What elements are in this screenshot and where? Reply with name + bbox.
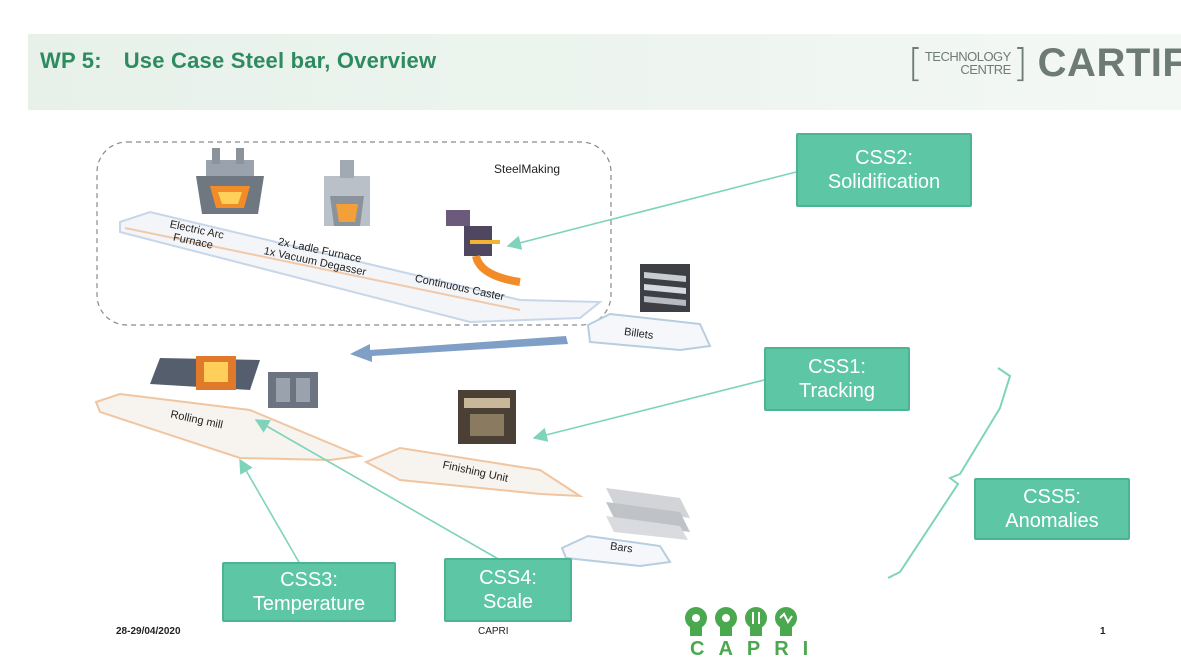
- steelmaking-conveyor: [119, 210, 603, 324]
- ladle-furnace-image: [324, 160, 370, 226]
- slide-header-band: [28, 34, 1181, 110]
- logo-bracket-left: [: [908, 41, 923, 85]
- anomalies-brace: [887, 367, 1012, 579]
- footer-center: CAPRI: [478, 626, 509, 637]
- logo-technology-centre: TECHNOLOGY CENTRE: [924, 49, 1012, 77]
- page-number: 1: [1100, 626, 1106, 637]
- continuous-caster-image: [446, 210, 521, 286]
- css1-title: CSS1:: [808, 356, 866, 378]
- css5-subtitle: Anomalies: [1005, 510, 1099, 532]
- logo-bracket-right: ]: [1012, 41, 1028, 85]
- slide-title: WP 5: Use Case Steel bar, Overview: [40, 48, 436, 74]
- logo-line2: CENTRE: [960, 62, 1011, 77]
- bars-image: [606, 488, 690, 540]
- flow-arrow: [350, 336, 568, 362]
- css4-subtitle: Scale: [482, 591, 534, 613]
- css4-title: CSS4:: [479, 567, 537, 589]
- css4-arrow: [254, 419, 501, 561]
- css2-solidification-box: CSS2: Solidification: [796, 133, 972, 207]
- finishing-unit-image: [458, 390, 516, 444]
- billets-platform: [586, 312, 712, 352]
- work-package-label: WP 5:: [40, 48, 102, 73]
- slide-title-text: Use Case Steel bar, Overview: [123, 48, 437, 73]
- css5-anomalies-box: CSS5: Anomalies: [974, 478, 1130, 540]
- electric-arc-furnace-image: [196, 148, 264, 214]
- css3-subtitle: Temperature: [252, 593, 366, 615]
- css1-arrow: [532, 379, 765, 442]
- logo-brand: CARTIF: [1037, 40, 1181, 85]
- css3-title: CSS3:: [280, 569, 338, 591]
- css2-title: CSS2:: [855, 147, 913, 169]
- css2-arrow: [506, 171, 797, 250]
- finishing-unit-platform: [363, 446, 584, 498]
- rolling-mill-platform: [94, 392, 364, 462]
- footer-date: 28-29/04/2020: [116, 626, 181, 637]
- logo-line1: TECHNOLOGY: [924, 49, 1012, 64]
- steelmaking-container: [96, 141, 612, 326]
- rolling-mill-image: [150, 356, 318, 408]
- css3-arrow: [239, 458, 301, 565]
- capri-logo-text: CAPRI: [690, 638, 823, 660]
- css3-temperature-box: CSS3: Temperature: [222, 562, 396, 622]
- steelmaking-label: SteelMaking: [494, 162, 561, 176]
- css4-scale-box: CSS4: Scale: [444, 558, 572, 622]
- cartif-logo: [ TECHNOLOGY CENTRE ] CARTIF: [908, 40, 1181, 86]
- css5-title: CSS5:: [1023, 486, 1081, 508]
- css2-subtitle: Solidification: [827, 171, 941, 193]
- css1-tracking-box: CSS1: Tracking: [764, 347, 910, 411]
- billets-image: [640, 264, 690, 312]
- css1-subtitle: Tracking: [799, 380, 875, 402]
